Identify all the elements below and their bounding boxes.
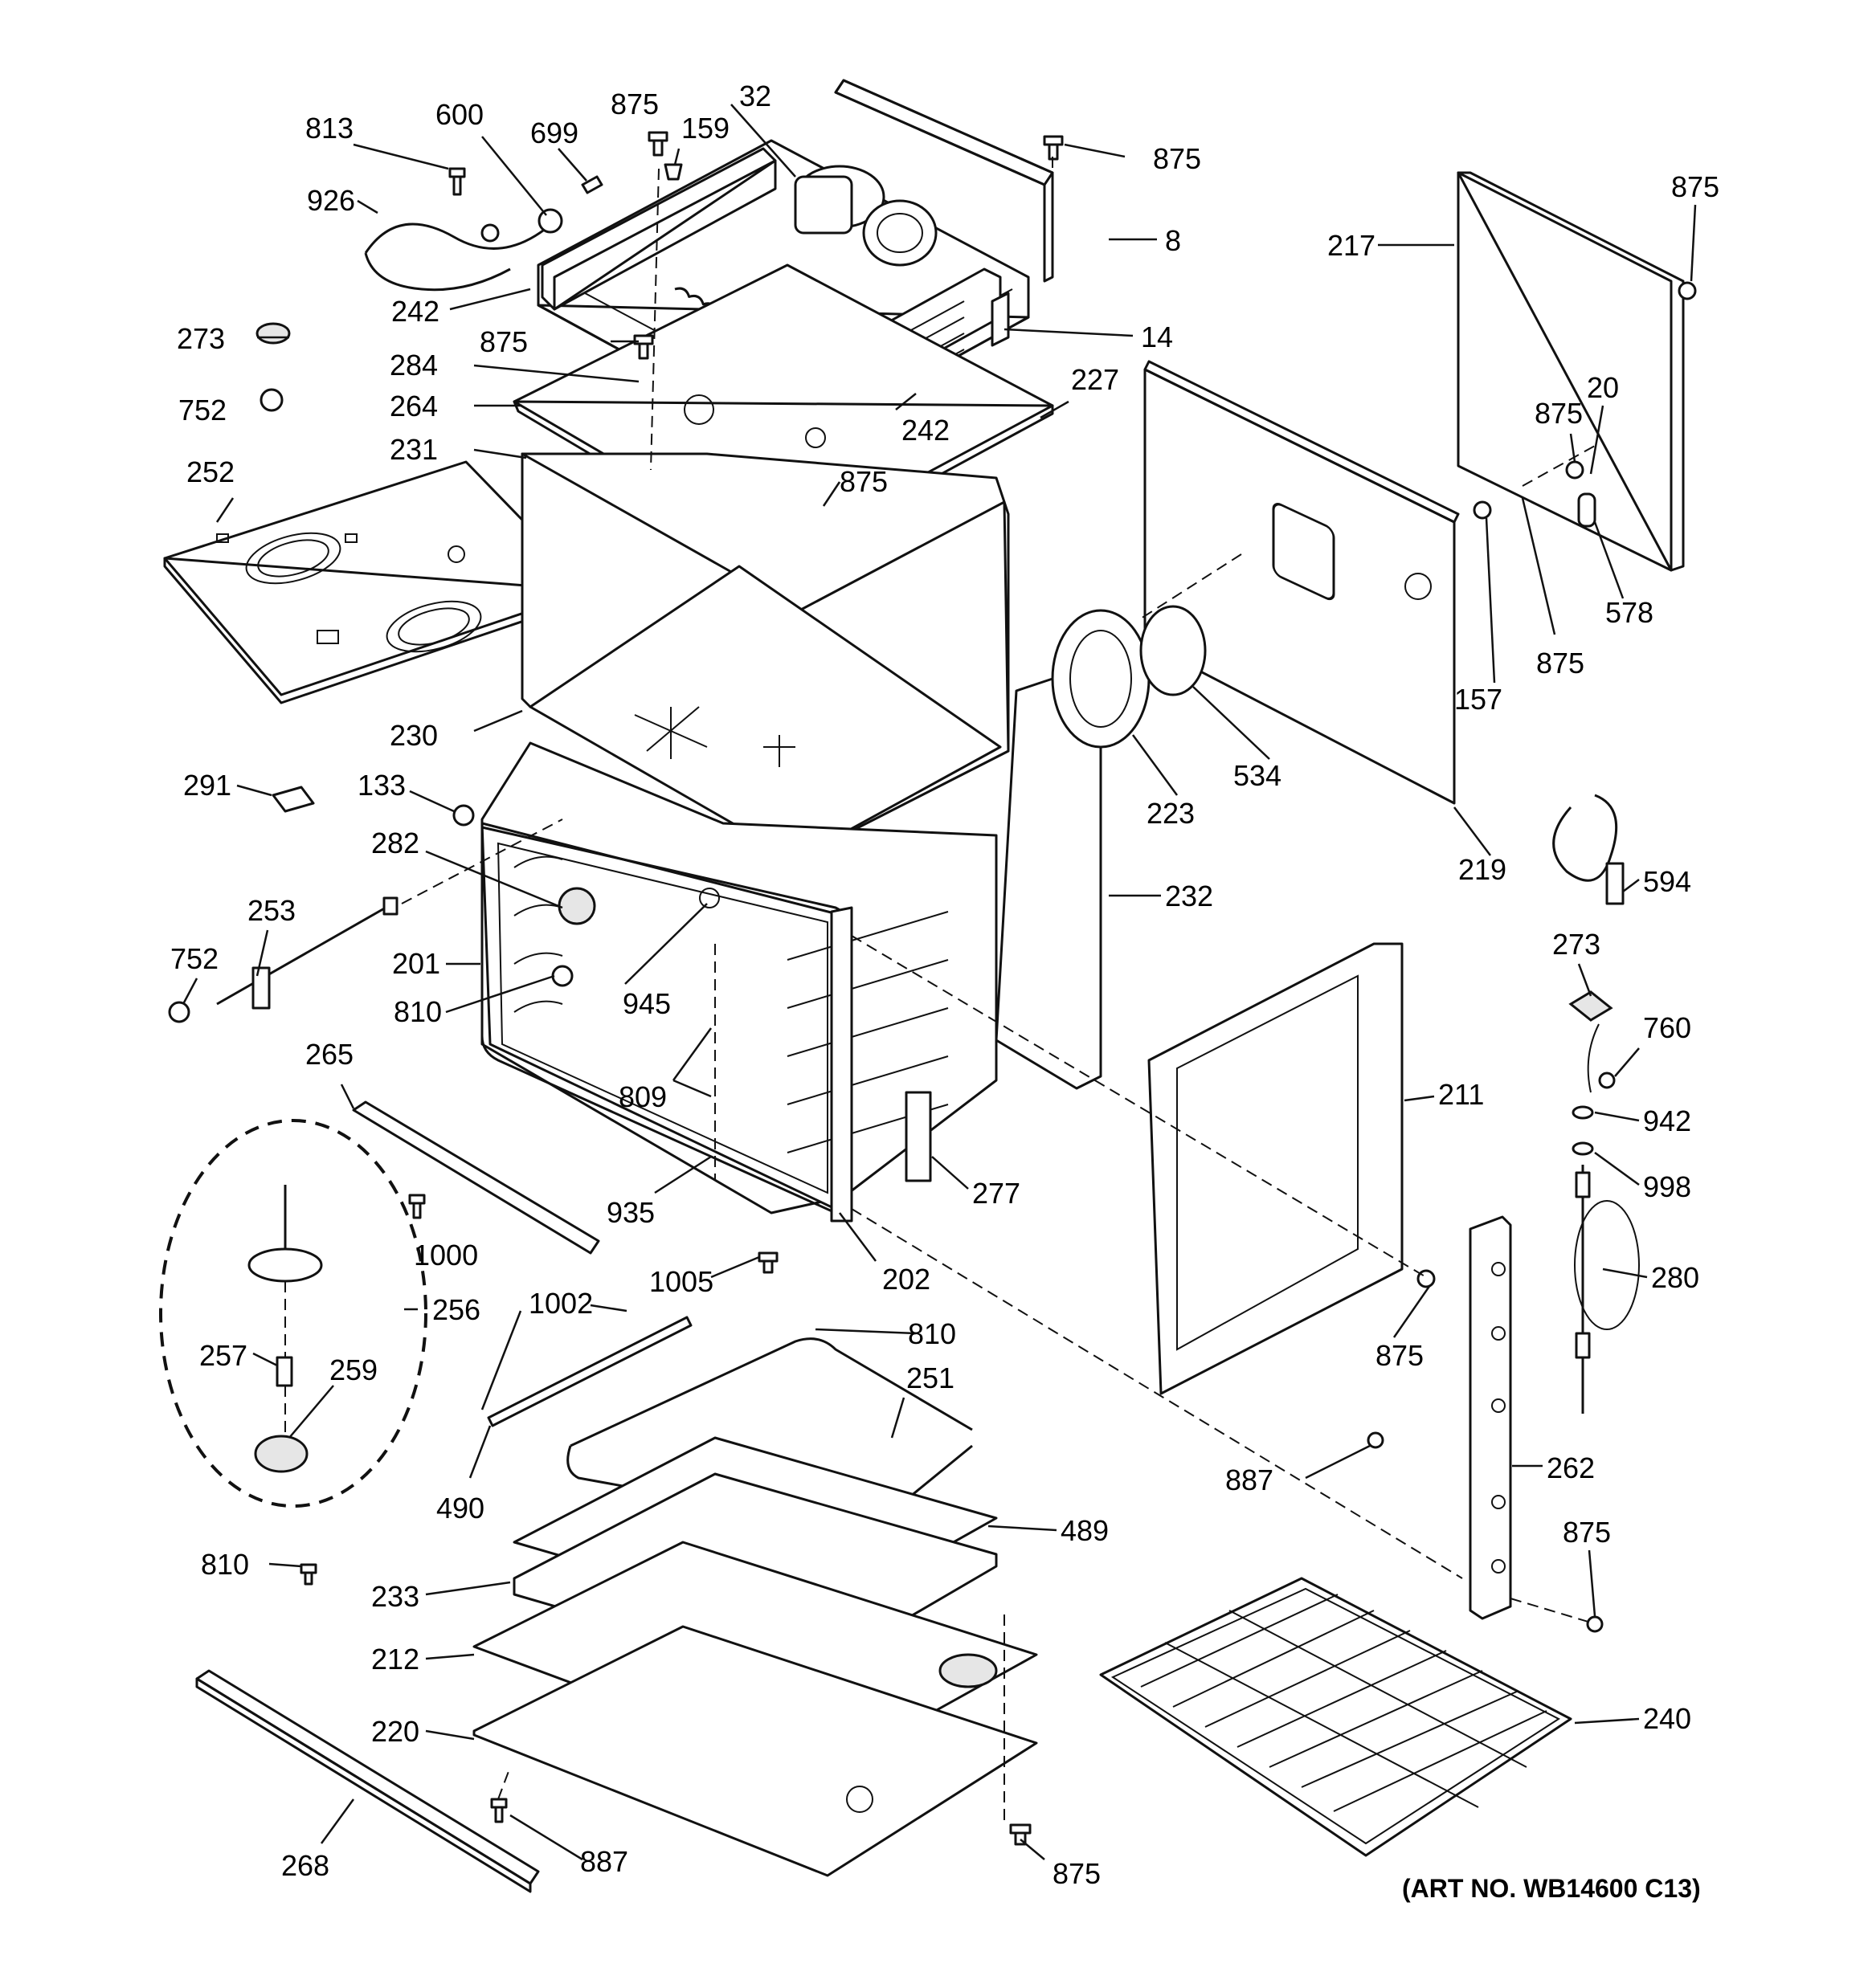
callout-875: 875 xyxy=(1563,1516,1611,1549)
callout-875: 875 xyxy=(1375,1339,1424,1372)
callout-752: 752 xyxy=(170,942,219,975)
front-trim-pieces xyxy=(352,1100,779,1274)
callout-875: 875 xyxy=(1535,397,1583,430)
callout-875: 875 xyxy=(1536,647,1584,680)
callout-133: 133 xyxy=(358,769,406,802)
callout-227: 227 xyxy=(1071,363,1119,396)
callout-875: 875 xyxy=(1153,142,1201,175)
callout-1002: 1002 xyxy=(529,1287,593,1320)
alignment-lines xyxy=(401,157,1596,1823)
callout-223: 223 xyxy=(1147,797,1195,830)
callout-490: 490 xyxy=(436,1492,484,1525)
callout-875: 875 xyxy=(1053,1857,1101,1890)
callout-202: 202 xyxy=(882,1263,930,1296)
callout-268: 268 xyxy=(281,1849,329,1882)
callout-201: 201 xyxy=(392,947,440,980)
callout-220: 220 xyxy=(371,1715,419,1748)
callout-887: 887 xyxy=(1225,1463,1273,1496)
callout-232: 232 xyxy=(1165,880,1213,912)
callout-813: 813 xyxy=(305,112,354,145)
callout-211: 211 xyxy=(1438,1078,1484,1111)
callout-1005: 1005 xyxy=(649,1265,713,1298)
callout-810: 810 xyxy=(908,1317,956,1350)
callout-262: 262 xyxy=(1547,1451,1595,1484)
callout-labels: 813 600 699 875 159 32 875 926 242 8 273… xyxy=(170,80,1719,1903)
broil-element-inset xyxy=(159,1119,427,1508)
callout-259: 259 xyxy=(329,1353,378,1386)
callout-231: 231 xyxy=(390,433,438,466)
callout-942: 942 xyxy=(1643,1104,1691,1137)
bake-element-and-lower-panels xyxy=(195,1316,1038,1893)
callout-1000: 1000 xyxy=(414,1239,478,1272)
oven-insulation-box xyxy=(521,452,1010,861)
callout-212: 212 xyxy=(371,1643,419,1676)
callout-230: 230 xyxy=(390,719,438,752)
callout-253: 253 xyxy=(247,894,296,927)
callout-257: 257 xyxy=(199,1339,247,1372)
callout-752: 752 xyxy=(178,394,227,427)
callout-240: 240 xyxy=(1643,1702,1691,1735)
callout-157: 157 xyxy=(1454,683,1502,716)
oven-cavity xyxy=(480,741,998,1223)
callout-926: 926 xyxy=(307,184,355,217)
callout-810: 810 xyxy=(201,1548,249,1581)
callout-32: 32 xyxy=(739,80,771,112)
callout-282: 282 xyxy=(371,827,419,859)
callout-998: 998 xyxy=(1643,1170,1691,1203)
callout-265: 265 xyxy=(305,1038,354,1071)
callout-252: 252 xyxy=(186,455,235,488)
oven-rack xyxy=(1099,1577,1572,1857)
callout-256: 256 xyxy=(432,1293,480,1326)
art-number-label: (ART NO. WB14600 C13) xyxy=(1402,1874,1701,1903)
callout-217: 217 xyxy=(1327,229,1375,262)
callout-277: 277 xyxy=(972,1177,1020,1210)
callout-810: 810 xyxy=(394,995,442,1028)
callout-875: 875 xyxy=(1671,170,1719,203)
callout-251: 251 xyxy=(906,1361,954,1394)
callout-8: 8 xyxy=(1165,224,1181,257)
callout-489: 489 xyxy=(1061,1514,1109,1547)
callout-875: 875 xyxy=(840,465,888,498)
callout-809: 809 xyxy=(619,1080,667,1113)
callout-273: 273 xyxy=(177,322,225,355)
callout-600: 600 xyxy=(435,98,484,131)
callout-875: 875 xyxy=(611,88,659,120)
callout-534: 534 xyxy=(1233,759,1281,792)
leader-lines xyxy=(182,104,1697,1861)
callout-760: 760 xyxy=(1643,1011,1691,1044)
callout-875: 875 xyxy=(480,325,528,358)
callout-159: 159 xyxy=(681,112,730,145)
callout-935: 935 xyxy=(607,1196,655,1229)
left-small-parts xyxy=(168,786,475,1023)
callout-14: 14 xyxy=(1141,320,1173,353)
callout-233: 233 xyxy=(371,1580,419,1613)
callout-887: 887 xyxy=(580,1845,628,1878)
callout-291: 291 xyxy=(183,769,231,802)
top-chassis-assembly xyxy=(364,79,1064,565)
callout-219: 219 xyxy=(1458,853,1506,886)
callout-945: 945 xyxy=(623,987,671,1020)
callout-594: 594 xyxy=(1643,865,1691,898)
callout-284: 284 xyxy=(390,349,438,382)
right-side-panels xyxy=(995,171,1697,1633)
callout-280: 280 xyxy=(1651,1261,1699,1294)
callout-20: 20 xyxy=(1587,371,1619,404)
callout-699: 699 xyxy=(530,116,578,149)
callout-264: 264 xyxy=(390,390,438,423)
callout-242: 242 xyxy=(901,414,950,447)
callout-273: 273 xyxy=(1552,928,1600,961)
callout-578: 578 xyxy=(1605,596,1653,629)
temperature-sensor-parts xyxy=(1552,794,1640,1414)
callout-242: 242 xyxy=(391,295,439,328)
